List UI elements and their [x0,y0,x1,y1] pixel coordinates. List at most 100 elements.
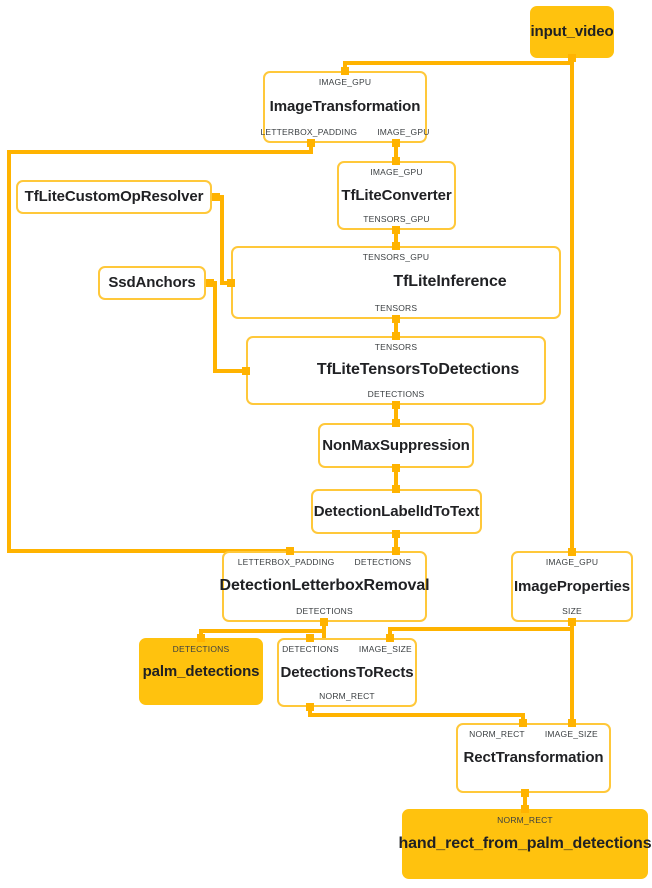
nub-imageproperties-in [568,548,576,556]
port-out-letterbox_padding: LETTERBOX_PADDING [260,127,358,137]
node-detections_to_rects-label: DetectionsToRects [280,663,414,681]
node-image_properties-input-ports: IMAGE_GPU [513,557,631,567]
nub-recttransformation-out [521,789,529,797]
port-in-detections: DETECTIONS [354,557,412,567]
node-palm_detections[interactable]: DETECTIONS palm_detections [139,638,263,705]
edge-customopresolver-to-tfliteinference [216,195,231,285]
nub-customopresolver-out [212,193,220,201]
node-detection_letterbox_removal-input-ports: LETTERBOX_PADDING DETECTIONS [224,557,425,567]
node-tflite_tensors_to_detections-label: TfLiteTensorsToDetections [316,361,520,379]
port-in-tensors: TENSORS [374,342,418,352]
node-detection_label_id_to_text[interactable]: DetectionLabelIdToText [311,489,482,534]
port-out-tensors: TENSORS [374,303,418,313]
port-in-image_gpu: IMAGE_GPU [545,557,599,567]
node-tflite_converter-output-ports: TENSORS_GPU [339,214,454,224]
node-hand_rect_from_palm_detections[interactable]: NORM_RECT hand_rect_from_palm_detections [398,809,652,879]
node-rect_transformation-label: RectTransformation [463,749,604,767]
nub-palmdetections-in [197,634,205,642]
nub-input-video-out [568,54,576,62]
node-detection_label_id_to_text-label: DetectionLabelIdToText [313,502,480,520]
nub-handrect-in [521,805,529,813]
node-tflite_inference-label: TfLiteInference [393,273,507,291]
nub-tfliteinference-in [392,242,400,250]
node-detections_to_rects-output-ports: NORM_RECT [279,691,415,701]
node-hand_rect_from_palm_detections-label: hand_rect_from_palm_detections [398,834,652,852]
nub-imageproperties-out [568,618,576,626]
port-in-norm_rect: NORM_RECT [469,729,525,739]
node-tflite_custom_op_resolver-label: TfLiteCustomOpResolver [24,188,204,206]
port-out-size: SIZE [562,606,582,616]
nub-detectionlabelidtotext-out [392,530,400,538]
port-in-image_size: IMAGE_SIZE [544,729,598,739]
node-detection_letterbox_removal-label: DetectionLetterboxRemoval [219,577,430,595]
node-ssd_anchors-label: SsdAnchors [108,274,196,292]
nub-tfliteconverter-out [392,226,400,234]
nub-detectionstorects-detections-in [306,634,314,642]
node-image_properties-output-ports: SIZE [513,606,631,616]
port-in-image_gpu: IMAGE_GPU [318,77,372,87]
nub-detectionlabelidtotext-in [392,485,400,493]
nub-imagetransformation-letterbox-out [307,139,315,147]
nub-tfliteinference-sidein [227,279,235,287]
node-input_video-label: input_video [530,23,614,41]
port-in-norm_rect: NORM_RECT [497,815,553,825]
node-tflite_converter-input-ports: IMAGE_GPU [339,167,454,177]
node-tflite_tensors_to_detections-output-ports: DETECTIONS [248,389,544,399]
port-out-detections: DETECTIONS [367,389,425,399]
node-palm_detections-label: palm_detections [142,662,260,680]
node-tflite_inference-input-ports: TENSORS_GPU [233,252,559,262]
node-image_properties-label: ImageProperties [513,577,631,595]
edge-detectionstorects-to-recttransformation [308,707,525,723]
nub-tfliteinference-out [392,315,400,323]
nub-recttransformation-normrect-in [519,719,527,727]
nub-tfliteconverter-in [392,157,400,165]
port-out-tensors_gpu: TENSORS_GPU [363,214,430,224]
port-out-detections: DETECTIONS [296,606,353,616]
port-in-letterbox_padding: LETTERBOX_PADDING [237,557,335,567]
nub-tensorstodetections-sidein [242,367,250,375]
node-tflite_converter-label: TfLiteConverter [341,186,452,204]
nub-nonmaxsuppression-out [392,464,400,472]
node-image_transformation-label: ImageTransformation [269,98,421,116]
nub-ssdanchors-out [206,279,214,287]
nub-nonmaxsuppression-in [392,419,400,427]
node-image_transformation-input-ports: IMAGE_GPU [265,77,425,87]
port-in-image_gpu: IMAGE_GPU [370,167,423,177]
node-non_max_suppression-label: NonMaxSuppression [322,436,470,454]
port-in-tensors_gpu: TENSORS_GPU [362,252,430,262]
port-out-norm_rect: NORM_RECT [319,691,375,701]
node-detection_letterbox_removal[interactable]: LETTERBOX_PADDING DETECTIONS DetectionLett… [219,551,430,622]
nub-detectionstorects-imagesize-in [386,634,394,642]
edge-imageproperties-to-detectionstorects [388,627,572,638]
node-tflite_inference-output-ports: TENSORS [233,303,559,313]
port-out-image_gpu: IMAGE_GPU [377,127,430,137]
node-palm_detections-input-ports: DETECTIONS [141,644,261,654]
port-in-detections: DETECTIONS [172,644,230,654]
nub-letterboxremoval-padding-in [286,547,294,555]
port-in-detections: DETECTIONS [282,644,339,654]
nub-letterboxremoval-out [320,618,328,626]
node-tflite_custom_op_resolver[interactable]: TfLiteCustomOpResolver [16,180,212,214]
node-ssd_anchors[interactable]: SsdAnchors [98,266,206,300]
node-detection_letterbox_removal-output-ports: DETECTIONS [224,606,425,616]
nub-imagetransformation-in [341,67,349,75]
nub-tensorstodetections-in [392,332,400,340]
nub-letterboxremoval-detections-in [392,547,400,555]
nub-detectionstorects-out [306,703,314,711]
node-tflite_tensors_to_detections-input-ports: TENSORS [248,342,544,352]
node-input_video[interactable]: input_video [530,6,614,58]
node-rect_transformation[interactable]: NORM_RECT IMAGE_SIZE RectTransformation [456,723,611,793]
nub-recttransformation-imagesize-in [568,719,576,727]
node-image_transformation-output-ports: LETTERBOX_PADDING IMAGE_GPU [260,127,429,137]
node-non_max_suppression[interactable]: NonMaxSuppression [318,423,474,468]
node-hand_rect_from_palm_detections-input-ports: NORM_RECT [404,815,646,825]
node-rect_transformation-input-ports: NORM_RECT IMAGE_SIZE [458,729,609,739]
